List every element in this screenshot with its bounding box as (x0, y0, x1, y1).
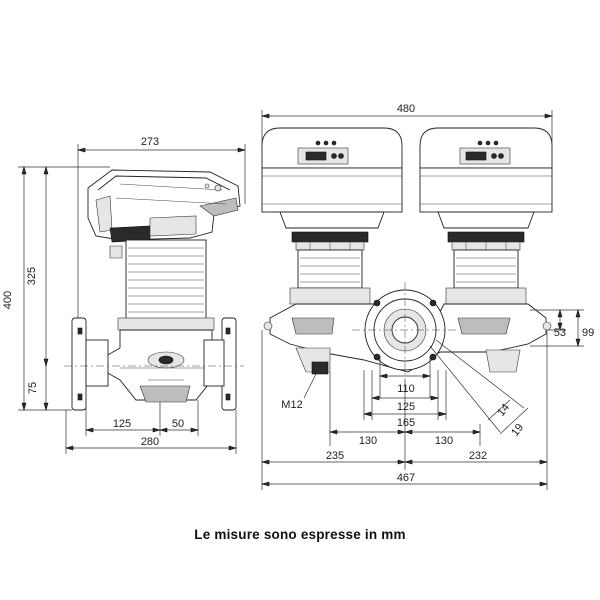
dim-130-left: 130 (359, 435, 377, 447)
dim-110: 110 (397, 383, 415, 395)
units-caption: Le misure sono espresse in mm (194, 527, 406, 542)
dim-53: 53 (554, 327, 566, 339)
dim-325: 325 (26, 267, 38, 285)
front-motor-left (261, 127, 403, 305)
side-dimension-lines (18, 144, 247, 454)
side-flanges (64, 317, 244, 411)
side-view: 273 400 325 75 125 50 280 (2, 136, 247, 454)
dim-99: 99 (582, 327, 594, 339)
dim-232: 232 (469, 450, 487, 462)
dim-273: 273 (141, 136, 159, 148)
dim-235: 235 (326, 450, 344, 462)
label-m12: M12 (281, 399, 302, 411)
dim-125-side: 125 (113, 418, 131, 430)
dim-280: 280 (141, 436, 159, 448)
front-dimension-lines (260, 110, 584, 490)
dim-165: 165 (397, 417, 415, 429)
side-ribbed-column (117, 239, 215, 331)
side-motor-head (87, 169, 241, 259)
dim-400: 400 (2, 291, 14, 309)
dim-14: 14 (495, 402, 512, 419)
dim-19: 19 (509, 422, 526, 439)
dim-125-front: 125 (397, 401, 415, 413)
front-motor-right (419, 127, 553, 305)
dim-130-right: 130 (435, 435, 453, 447)
dim-75: 75 (27, 382, 39, 394)
front-view: 480 53 99 110 125 165 130 130 235 232 46… (260, 103, 594, 490)
front-pump-housing (263, 282, 552, 382)
dim-467: 467 (397, 472, 415, 484)
dim-50: 50 (172, 418, 184, 430)
dim-480: 480 (397, 103, 415, 115)
